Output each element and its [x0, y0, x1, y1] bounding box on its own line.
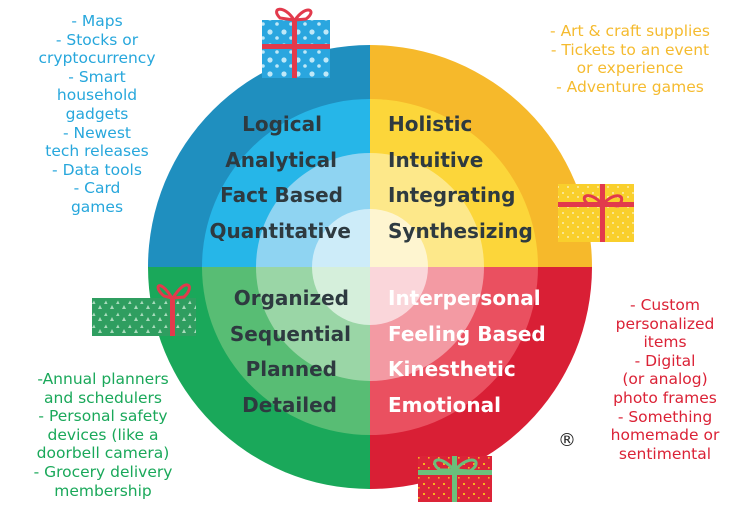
gift-list-line: - Tickets to an event [550, 40, 710, 59]
gift-box-yellow-icon [558, 184, 634, 242]
red-word: Feeling Based [388, 322, 546, 346]
gift-list-line: - Stocks or [55, 30, 139, 49]
red-word: Kinesthetic [388, 357, 516, 381]
gift-list-line: - Grocery delivery [33, 462, 173, 481]
green-word: Detailed [242, 393, 337, 417]
gift-list-line: - Card [73, 179, 121, 198]
gift-list-line: homemade or [610, 426, 720, 445]
wheel-rings [148, 45, 592, 489]
yellow-quadrant-words: Holistic Intuitive Integrating Synthesiz… [388, 112, 533, 243]
red-word: Interpersonal [388, 286, 541, 310]
blue-word: Analytical [225, 148, 337, 172]
gift-list-line: games [70, 197, 124, 216]
red-quadrant-words: Interpersonal Feeling Based Kinesthetic … [388, 286, 546, 417]
gift-list-line: -Annual planners [37, 370, 169, 388]
green-word: Planned [246, 357, 337, 381]
gift-list-line: - Something [617, 407, 713, 426]
yellow-word: Synthesizing [388, 219, 533, 243]
gift-list-line: - Newest [62, 123, 132, 142]
gift-list-line: or experience [576, 59, 684, 78]
red-ring-4 [370, 267, 428, 325]
gift-list-line: - Smart [68, 67, 126, 86]
yellow-ring-4 [370, 209, 428, 267]
blue-ring-4 [312, 209, 370, 267]
blue-word: Logical [242, 112, 322, 136]
gift-list-line: (or analog) [622, 370, 708, 389]
blue-quadrant-words: Logical Analytical Fact Based Quantitati… [210, 112, 351, 243]
gift-list-line: - Art & craft supplies [550, 22, 710, 40]
gift-list-line: membership [54, 481, 152, 500]
gift-list-line: household [56, 86, 138, 105]
gift-list-line: - Personal safety [38, 407, 168, 426]
gift-box-blue-icon [262, 7, 330, 78]
gift-list-line: tech releases [45, 142, 149, 161]
gift-list-line: gadgets [65, 104, 129, 123]
green-ring-4 [312, 267, 370, 325]
registered-trademark-mark: ® [558, 430, 576, 451]
green-word: Organized [234, 286, 349, 310]
gift-list-line: - Digital [634, 351, 696, 370]
red-word: Emotional [388, 393, 501, 417]
gift-box-green-icon [92, 283, 196, 336]
gift-list-holistic: - Art & craft supplies- Tickets to an ev… [535, 22, 725, 96]
gift-list-line: doorbell camera) [36, 444, 170, 463]
gift-box-red-icon [418, 456, 492, 502]
gift-list-line: - Maps [71, 12, 123, 30]
gift-list-line: - Adventure games [556, 77, 704, 96]
green-quadrant-words: Organized Sequential Planned Detailed [230, 286, 351, 417]
gift-list-line: sentimental [618, 444, 712, 463]
gift-list-line: devices (like a [47, 425, 159, 444]
green-word: Sequential [230, 322, 351, 346]
gift-list-line: photo frames [613, 388, 717, 407]
blue-word: Fact Based [220, 183, 343, 207]
gift-list-line: items [643, 333, 687, 352]
blue-word: Quantitative [210, 219, 351, 243]
yellow-word: Holistic [388, 112, 472, 136]
gift-list-line: - Custom [630, 296, 700, 314]
yellow-word: Integrating [388, 183, 515, 207]
gift-list-line: - Data tools [52, 160, 142, 179]
gift-list-line: and schedulers [44, 388, 162, 407]
gift-list-line: personalized [615, 314, 715, 333]
yellow-word: Intuitive [388, 148, 483, 172]
gift-list-line: cryptocurrency [38, 49, 156, 68]
